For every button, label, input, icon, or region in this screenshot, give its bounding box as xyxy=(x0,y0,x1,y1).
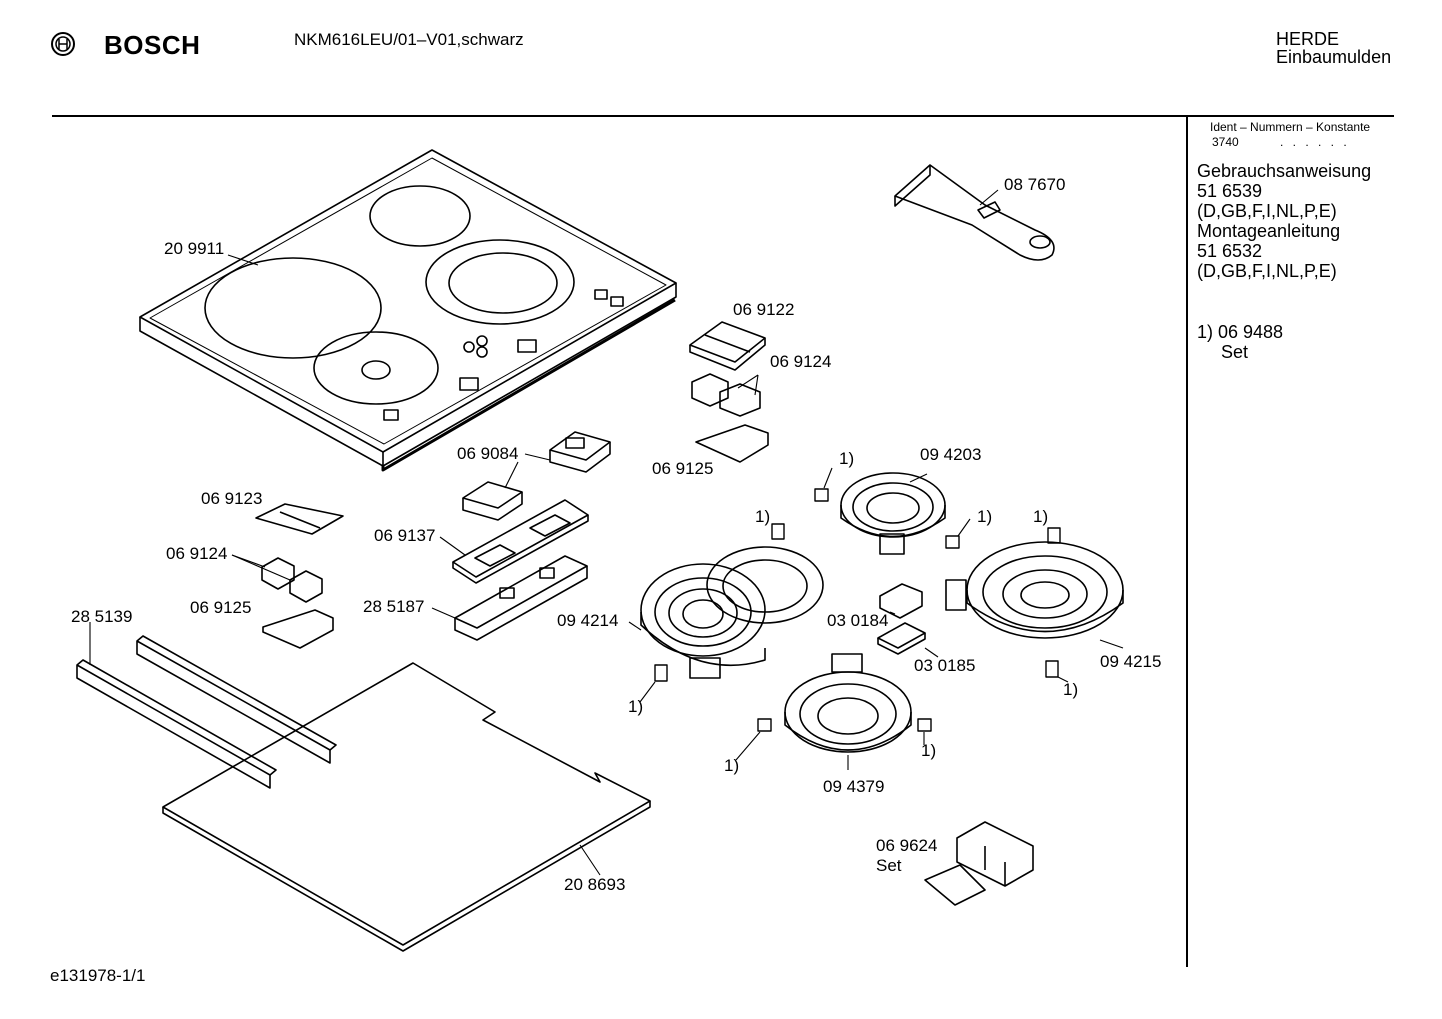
footnote-marker: 1) xyxy=(628,697,644,716)
footnote-marker: 1) xyxy=(1033,507,1049,526)
label-285187: 28 5187 xyxy=(363,597,425,616)
label-030184: 03 0184 xyxy=(827,611,889,630)
sidebar-footnote-set: Set xyxy=(1221,342,1249,362)
footnote-marker: 1) xyxy=(724,756,740,775)
footnote-marker: 1) xyxy=(921,741,937,760)
mounting-brackets xyxy=(76,635,337,789)
label-glass-ceramic-top: 20 9911 xyxy=(164,239,225,258)
document-id: e131978-1/1 xyxy=(50,966,146,985)
label-069122: 06 9122 xyxy=(733,300,795,319)
leader-lines xyxy=(89,189,1124,876)
sidebar-line-manual: Gebrauchsanweisung xyxy=(1197,161,1372,181)
heating-element-large xyxy=(945,541,1124,639)
label-scraper: 08 7670 xyxy=(1004,175,1066,194)
thermostat-parts xyxy=(877,583,926,655)
footnote-marker: 1) xyxy=(1063,680,1079,699)
control-panel-plate xyxy=(452,499,589,584)
header-divider xyxy=(52,115,1394,117)
label-069124-upper: 06 9124 xyxy=(770,352,832,371)
switch-module xyxy=(462,431,611,521)
footnote-marker: 1) xyxy=(755,507,771,526)
brand-name: BOSCH xyxy=(104,30,201,60)
glass-ceramic-top xyxy=(139,149,677,472)
label-069624-set: Set xyxy=(876,856,902,875)
sidebar-line-manual-lang: (D,GB,F,I,NL,P,E) xyxy=(1197,201,1337,221)
footnote-marker: 1) xyxy=(839,449,855,468)
ident-value: 3740 xyxy=(1212,135,1239,149)
label-069137: 06 9137 xyxy=(374,526,436,545)
ident-dots: . . . . . . xyxy=(1280,135,1350,149)
switch-set-lower xyxy=(255,503,344,649)
category-line-2: Einbaumulden xyxy=(1276,47,1392,67)
label-094203: 09 4203 xyxy=(920,445,982,464)
sidebar-line-manual-no: 51 6539 xyxy=(1197,181,1263,201)
control-rail xyxy=(454,555,588,641)
scraper-tool xyxy=(894,164,1055,261)
label-069624: 06 9624 xyxy=(876,836,938,855)
label-069124-lower: 06 9124 xyxy=(166,544,228,563)
label-094379: 09 4379 xyxy=(823,777,885,796)
heating-element-medium xyxy=(784,653,912,753)
label-094214: 09 4214 xyxy=(557,611,619,630)
sidebar-line-install-lang: (D,GB,F,I,NL,P,E) xyxy=(1197,261,1337,281)
switch-set-upper xyxy=(689,321,769,463)
label-069125-lower: 06 9125 xyxy=(190,598,252,617)
connector-clips xyxy=(654,488,1061,732)
label-030185: 03 0185 xyxy=(914,656,976,675)
footnote-marker: 1) xyxy=(977,507,993,526)
base-plate xyxy=(162,662,651,952)
label-094215: 09 4215 xyxy=(1100,652,1162,671)
label-069125-upper: 06 9125 xyxy=(652,459,714,478)
sidebar-line-install-no: 51 6532 xyxy=(1197,241,1263,261)
heating-element-small xyxy=(840,472,946,555)
label-069084: 06 9084 xyxy=(457,444,519,463)
category-line-1: HERDE xyxy=(1276,29,1340,49)
label-208693: 20 8693 xyxy=(564,875,626,894)
heating-element-dual xyxy=(640,546,824,679)
sidebar-divider xyxy=(1186,117,1188,967)
sidebar-line-install: Montageanleitung xyxy=(1197,221,1341,241)
label-285139: 28 5139 xyxy=(71,607,133,626)
label-069123: 06 9123 xyxy=(201,489,263,508)
model-number: NKM616LEU/01–V01,schwarz xyxy=(294,30,524,49)
ident-heading: Ident – Nummern – Konstante xyxy=(1210,120,1371,134)
sidebar-footnote: 1) 06 9488 xyxy=(1197,322,1284,342)
terminal-block xyxy=(924,821,1034,906)
